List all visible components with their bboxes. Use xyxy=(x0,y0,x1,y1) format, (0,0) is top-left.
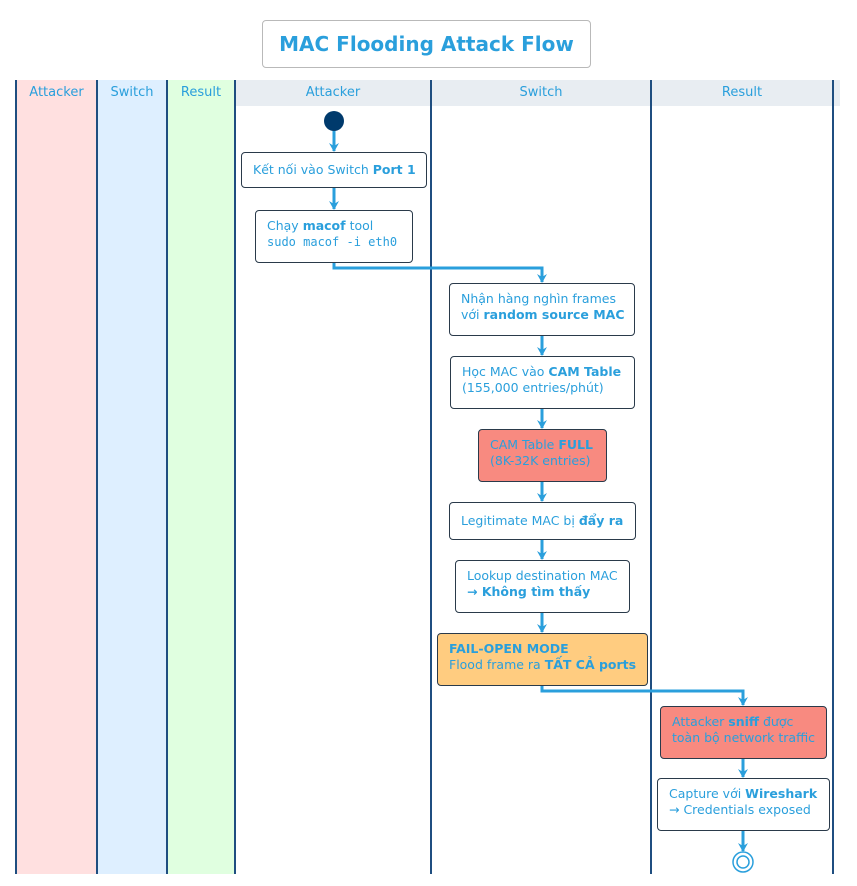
lane-divider xyxy=(234,80,236,874)
lane-divider xyxy=(430,80,432,874)
step-capture-wireshark: Capture với Wireshark → Credentials expo… xyxy=(657,778,830,831)
step-fail-open: FAIL-OPEN MODE Flood frame ra TẤT CẢ por… xyxy=(437,633,648,686)
step-text: Lookup destination MAC xyxy=(467,568,618,583)
step-text-bold: Port 1 xyxy=(372,162,416,177)
step-text-bold: → Không tìm thấy xyxy=(467,584,591,599)
step-text-bold: macof xyxy=(302,218,346,233)
step-text-bold: CAM Table xyxy=(548,364,622,379)
step-lookup-dest: Lookup destination MAC → Không tìm thấy xyxy=(455,560,630,613)
lane-divider xyxy=(166,80,168,874)
lane-label-result-left: Result xyxy=(180,85,222,100)
lane-label-attacker-left: Attacker xyxy=(29,85,84,100)
step-text-bold: FAIL-OPEN MODE xyxy=(449,641,569,656)
step-text: Chạy xyxy=(267,218,303,233)
diagram-title: MAC Flooding Attack Flow xyxy=(262,20,591,68)
step-evict-legit: Legitimate MAC bị đẩy ra xyxy=(449,502,636,540)
step-text: Học MAC vào xyxy=(462,364,549,379)
lane-result-bg xyxy=(167,80,235,874)
step-text: toàn bộ network traffic xyxy=(672,730,816,745)
step-text: Nhận hàng nghìn frames xyxy=(461,291,616,306)
lane-switch-bg xyxy=(97,80,167,874)
step-text: Flood frame ra xyxy=(449,657,545,672)
step-run-macof: Chạy macof tool sudo macof -i eth0 xyxy=(255,210,413,263)
step-text-bold: Wireshark xyxy=(745,786,818,801)
step-text-bold: TẤT CẢ ports xyxy=(544,657,637,672)
step-text: Attacker xyxy=(672,714,729,729)
step-text: Kết nối vào Switch xyxy=(253,162,373,177)
lane-label-switch: Switch xyxy=(519,85,563,100)
step-text: (155,000 entries/phút) xyxy=(462,380,604,395)
step-text: được xyxy=(759,714,794,729)
step-text: với xyxy=(461,307,484,322)
lane-divider xyxy=(15,80,17,874)
step-text: Capture với xyxy=(669,786,746,801)
lane-label-attacker: Attacker xyxy=(305,85,361,100)
step-text-bold: sniff xyxy=(728,714,760,729)
step-text: (8K-32K entries) xyxy=(490,453,591,468)
arrow-failopen-to-sniff xyxy=(540,686,748,706)
step-text: Legitimate MAC bị xyxy=(461,513,579,528)
step-learn-cam: Học MAC vào CAM Table (155,000 entries/p… xyxy=(450,356,635,409)
start-node xyxy=(324,111,344,131)
lane-divider xyxy=(832,80,834,874)
step-receive-frames: Nhận hàng nghìn frames với random source… xyxy=(449,283,635,336)
step-connect-port: Kết nối vào Switch Port 1 xyxy=(241,152,427,188)
step-text: CAM Table xyxy=(490,437,559,452)
lane-label-result: Result xyxy=(721,85,763,100)
step-text-bold: FULL xyxy=(558,437,593,452)
step-text: tool xyxy=(345,218,374,233)
lane-attacker-bg xyxy=(16,80,97,874)
lane-divider xyxy=(96,80,98,874)
step-text-bold: đẩy ra xyxy=(578,513,624,528)
step-sniff-traffic: Attacker sniff được toàn bộ network traf… xyxy=(660,706,827,759)
arrow-run-to-receive xyxy=(332,263,547,283)
lane-label-switch-left: Switch xyxy=(110,85,154,100)
lane-header-band xyxy=(236,80,840,106)
end-node-inner xyxy=(736,855,750,869)
command-text: sudo macof -i eth0 xyxy=(267,235,398,249)
lane-divider xyxy=(650,80,652,874)
step-text-bold: random source MAC xyxy=(483,307,625,322)
step-cam-full: CAM Table FULL (8K-32K entries) xyxy=(478,429,607,482)
step-text: → Credentials exposed xyxy=(669,802,811,817)
